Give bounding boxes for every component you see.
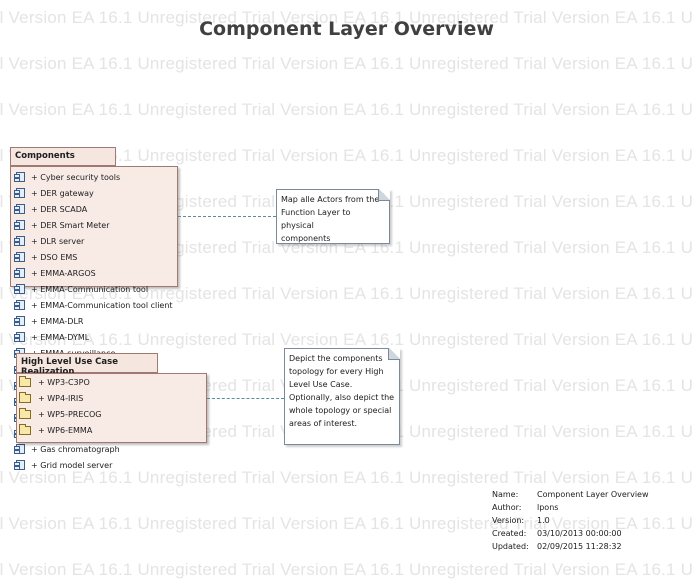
note2-line: Level Use Case.: [289, 380, 353, 389]
component-icon: [14, 252, 25, 262]
component-label: + DSO EMS: [31, 252, 78, 262]
note2-line: areas of interest.: [289, 419, 358, 428]
component-item[interactable]: + EMMA-DLR: [14, 316, 84, 326]
folder-icon: [19, 408, 31, 419]
components-package-name: Components: [15, 151, 75, 161]
component-label: + EMMA-DLR: [31, 316, 84, 326]
hlu-item[interactable]: + WP6-EMMA: [19, 424, 93, 435]
watermark-text: EA 16.1 Unregistered Trial Version EA 16…: [0, 514, 693, 533]
property-row: Created: 03/10/2013 00:00:00: [492, 527, 649, 540]
component-label: + EMMA-ARGOS: [31, 268, 96, 278]
property-value: 02/09/2015 11:28:32: [537, 542, 622, 551]
component-icon: [14, 204, 25, 214]
hlu-item[interactable]: + WP3-C3PO: [19, 376, 90, 387]
component-icon: [14, 220, 25, 230]
note-corner-icon: [388, 348, 400, 360]
component-item[interactable]: + DER SCADA: [14, 204, 88, 214]
component-label: + EMMA-Communication tool client: [31, 300, 173, 310]
component-item[interactable]: + Grid model server: [14, 460, 113, 470]
component-item[interactable]: + EMMA-Communication tool: [14, 284, 149, 294]
note1-line: components: [281, 234, 331, 243]
watermark-text: EA 16.1 Unregistered Trial Version EA 16…: [0, 284, 693, 303]
component-icon: [14, 172, 25, 182]
note1-line: Function Layer to physical: [281, 208, 351, 230]
watermark-text: EA 16.1 Unregistered Trial Version EA 16…: [0, 468, 693, 487]
hlu-label: + WP4-IRIS: [38, 394, 84, 403]
property-value: Component Layer Overview: [537, 490, 649, 499]
component-item[interactable]: + EMMA-DYML: [14, 332, 90, 342]
note2-line: topology for every High: [289, 367, 384, 376]
property-key: Created:: [492, 529, 527, 538]
component-label: + Grid model server: [31, 460, 113, 470]
component-label: + EMMA-Communication tool: [31, 284, 149, 294]
component-label: + DER SCADA: [31, 204, 88, 214]
property-row: Name: Component Layer Overview: [492, 488, 649, 501]
note1-connector: [178, 216, 276, 217]
diagram-properties: Name: Component Layer Overview Author: l…: [492, 488, 649, 553]
watermark-text: EA 16.1 Unregistered Trial Version EA 16…: [0, 146, 693, 165]
property-value: lpons: [537, 503, 559, 512]
components-package[interactable]: [10, 166, 178, 287]
property-row: Author: lpons: [492, 501, 649, 514]
component-item[interactable]: + Cyber security tools: [14, 172, 121, 182]
note2-line: whole topology or special: [289, 406, 392, 415]
hlu-label: + WP3-C3PO: [38, 378, 90, 387]
component-icon: [14, 316, 25, 326]
component-icon: [14, 300, 25, 310]
property-key: Updated:: [492, 542, 529, 551]
component-item[interactable]: + DER gateway: [14, 188, 94, 198]
component-label: + DER Smart Meter: [31, 220, 110, 230]
component-icon: [14, 284, 25, 294]
component-icon: [14, 460, 25, 470]
diagram-title: Component Layer Overview: [199, 18, 494, 40]
component-item[interactable]: + DER Smart Meter: [14, 220, 110, 230]
folder-icon: [19, 424, 31, 435]
folder-icon: [19, 376, 31, 387]
hlu-item[interactable]: + WP5-PRECOG: [19, 408, 102, 419]
component-label: + DLR server: [31, 236, 85, 246]
watermark-text: EA 16.1 Unregistered Trial Version EA 16…: [0, 54, 693, 73]
property-value: 1.0: [537, 516, 550, 525]
note-depict-topology[interactable]: Depict the components topology for every…: [284, 348, 400, 445]
note-map-actors[interactable]: Map alle Actors from the Function Layer …: [276, 189, 390, 244]
watermark-text: EA 16.1 Unregistered Trial Version EA 16…: [0, 100, 693, 119]
note2-connector: [207, 398, 284, 399]
watermark-text: EA 16.1 Unregistered Trial Version EA 16…: [0, 560, 693, 579]
property-value: 03/10/2013 00:00:00: [537, 529, 622, 538]
component-icon: [14, 188, 25, 198]
component-icon: [14, 236, 25, 246]
component-label: + EMMA-DYML: [31, 332, 90, 342]
property-key: Author:: [492, 503, 522, 512]
component-item[interactable]: + Gas chromatograph: [14, 444, 120, 454]
hlu-label: + WP5-PRECOG: [38, 410, 102, 419]
hlu-package-tab[interactable]: High Level Use Case Realization: [16, 353, 158, 377]
component-icon: [14, 332, 25, 342]
watermark-text: EA 16.1 Unregistered Trial Version EA 16…: [0, 330, 693, 349]
component-icon: [14, 444, 25, 454]
component-icon: [14, 268, 25, 278]
hlu-package[interactable]: [16, 373, 207, 443]
property-key: Version:: [492, 516, 525, 525]
property-row: Version: 1.0: [492, 514, 649, 527]
hlu-label: + WP6-EMMA: [38, 426, 93, 435]
folder-icon: [19, 392, 31, 403]
note1-line: Map alle Actors from the: [281, 195, 380, 204]
watermark-text: EA 16.1 Unregistered Trial Version EA 16…: [0, 8, 693, 27]
components-package-tab[interactable]: Components: [10, 147, 116, 166]
note-corner-icon: [378, 189, 390, 201]
note2-line: Optionally, also depict the: [289, 393, 395, 402]
note2-line: Depict the components: [289, 354, 383, 363]
property-row: Updated: 02/09/2015 11:28:32: [492, 540, 649, 553]
component-item[interactable]: + EMMA-ARGOS: [14, 268, 96, 278]
component-item[interactable]: + DLR server: [14, 236, 85, 246]
component-label: + Gas chromatograph: [31, 444, 120, 454]
hlu-package-name: High Level Use Case Realization: [21, 357, 118, 377]
component-label: + Cyber security tools: [31, 172, 121, 182]
hlu-item[interactable]: + WP4-IRIS: [19, 392, 84, 403]
component-label: + DER gateway: [31, 188, 94, 198]
component-item[interactable]: + DSO EMS: [14, 252, 78, 262]
property-key: Name:: [492, 490, 519, 499]
component-item[interactable]: + EMMA-Communication tool client: [14, 300, 173, 310]
